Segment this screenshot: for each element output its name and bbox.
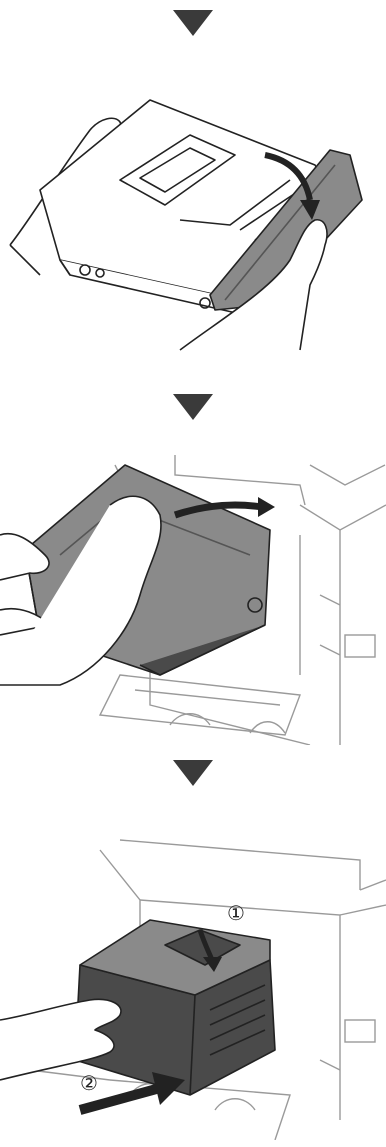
remove-cover-illustration — [0, 60, 386, 360]
callout-two: ② — [80, 1071, 98, 1095]
down-triangle-icon — [173, 10, 213, 36]
down-triangle-icon — [173, 394, 213, 420]
push-unit-illustration: ① ② — [0, 820, 386, 1140]
callout-one: ① — [227, 901, 245, 925]
down-triangle-icon — [173, 760, 213, 786]
insert-unit-illustration — [0, 445, 386, 745]
